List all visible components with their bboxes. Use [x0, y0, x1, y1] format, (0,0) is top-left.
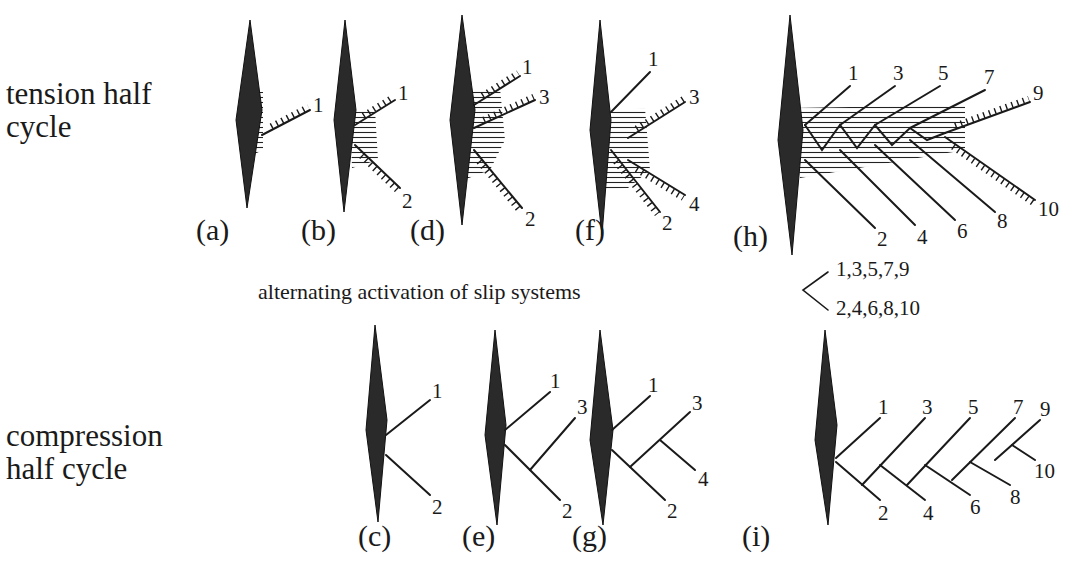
callout-number: 3: [692, 392, 703, 414]
dislocation-marks: [636, 99, 683, 129]
callout-number: 1: [398, 82, 409, 104]
dislocation-marks: [361, 156, 397, 191]
callout-number: 4: [917, 226, 928, 248]
callout-number: 7: [1013, 396, 1024, 418]
panel-letter: (i): [742, 520, 770, 552]
callout-number: 6: [957, 220, 968, 242]
panel-letter: (b): [301, 214, 336, 246]
callout-number: 10: [1038, 198, 1059, 220]
callout-number: 4: [689, 193, 700, 215]
callout-number: 1: [878, 396, 889, 418]
dislocation-marks: [955, 99, 1029, 126]
panel-letter: (h): [733, 220, 768, 252]
callout-number: 1: [550, 370, 561, 392]
callout-number: 5: [938, 62, 949, 84]
callout-number: 2: [662, 212, 673, 234]
callout-number: 2: [525, 208, 536, 230]
panel-letter: (e): [462, 520, 495, 552]
callout-number: 8: [997, 210, 1008, 232]
callout-number: 1: [432, 380, 443, 402]
callout-number: 9: [1040, 398, 1051, 420]
callout-number: 1: [648, 374, 659, 396]
callout-number: 7: [984, 66, 995, 88]
callout-number: 2: [878, 502, 889, 524]
callout-number: 6: [970, 496, 981, 518]
dislocation-marks: [482, 73, 518, 96]
callout-number: 1: [848, 62, 859, 84]
callout-number: 8: [1010, 486, 1021, 508]
slip-set: 1,3,5,7,9: [836, 258, 910, 280]
row-title: compression half cycle: [6, 420, 176, 485]
dislocation-marks: [953, 147, 1033, 203]
callout-number: 5: [968, 396, 979, 418]
callout-number: 1: [522, 56, 533, 78]
callout-number: 2: [402, 190, 413, 212]
dislocation-marks: [363, 97, 393, 116]
panel-letter: (g): [572, 520, 607, 552]
callout-number: 3: [689, 86, 700, 108]
callout-number: 1: [313, 94, 324, 116]
panel-letter: (c): [358, 520, 391, 552]
panel-letter: (f): [575, 214, 605, 246]
callout-number: 2: [432, 496, 443, 518]
panel-letter: (a): [196, 214, 229, 246]
caption-note: alternating activation of slip systems: [258, 280, 581, 303]
callout-number: 4: [923, 502, 934, 524]
callout-number: 3: [893, 62, 904, 84]
slip-set: 2,4,6,8,10: [836, 297, 920, 319]
row-title: tension half cycle: [6, 78, 156, 143]
callout-number: 10: [1034, 460, 1055, 482]
dislocation-marks: [483, 97, 533, 120]
callout-number: 2: [562, 500, 573, 522]
callout-number: 2: [667, 500, 678, 522]
callout-number: 1: [648, 48, 659, 70]
panel-letter: (d): [410, 214, 445, 246]
dislocation-marks: [271, 107, 308, 126]
callout-number: 3: [922, 396, 933, 418]
callout-number: 4: [698, 468, 709, 490]
callout-number: 2: [877, 228, 888, 250]
dislocation-marks: [616, 162, 658, 215]
callout-number: 3: [539, 86, 550, 108]
callout-number: 9: [1033, 82, 1044, 104]
callout-number: 3: [577, 396, 588, 418]
dislocation-marks: [479, 161, 519, 210]
